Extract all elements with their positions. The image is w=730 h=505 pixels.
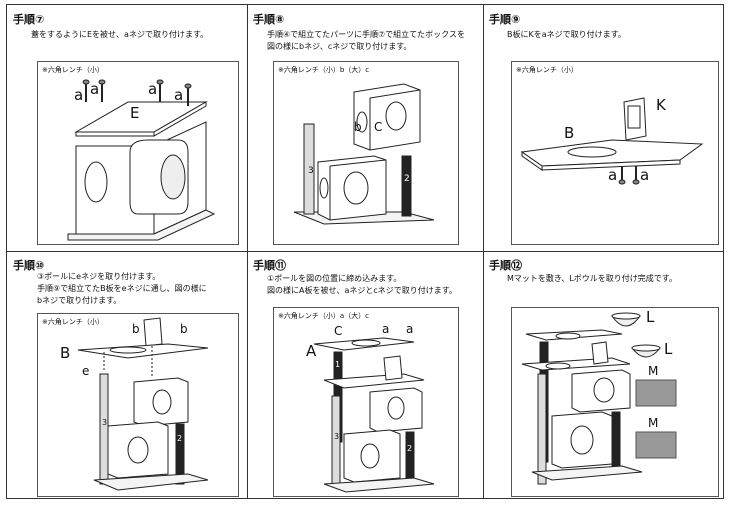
label-l-2: L (664, 340, 673, 358)
step-7-diagram-frame: ※六角レンチ（小） (37, 61, 239, 245)
step-10-diagram-frame: ※六角レンチ（小） b b B (37, 313, 239, 497)
label-pole-3: 3 (308, 166, 314, 176)
step-12-description: Mマットを敷き、Lボウルを取り付け完成です。 (507, 274, 677, 283)
step-7-panel: 手順⑦ 蓋をするようにEを被せ、aネジで取り付けます。 ※六角レンチ（小） (7, 5, 247, 249)
label-b-2: b (180, 322, 188, 336)
pole-2 (405, 431, 415, 483)
step-11-description: ①ポールを図の位置に締め込みます。 図の様にA板を被せ、aネジとcネジで取り付け… (267, 274, 457, 295)
step-10-panel: 手順⑩ ③ポールにeネジを取り付けます。 手順⑨で組立てたB板をeネジに通し、図… (7, 251, 247, 497)
step-9-panel: 手順⑨ B板にKをaネジで取り付けます。 ※六角レンチ（小） K B (483, 5, 723, 249)
step-12-diagram (521, 312, 677, 485)
label-l-1: L (646, 308, 655, 326)
label-e: E (130, 104, 140, 122)
step-10-description: ③ポールにeネジを取り付けます。 手順⑨で組立てたB板をeネジに通し、図の様に … (37, 272, 207, 305)
label-a-1: a (608, 166, 618, 184)
label-a-2: a (406, 322, 414, 336)
step-12-panel: 手順⑫ Mマットを敷き、Lボウルを取り付け完成です。 (483, 251, 723, 497)
base-board (93, 473, 209, 491)
step-11-diagram (313, 337, 435, 493)
step-10-title: 手順⑩ (13, 259, 45, 272)
middle-board (521, 357, 631, 371)
label-b-1: b (132, 322, 140, 336)
step-8-wrench-note: ※六角レンチ（小）b（大）c (278, 66, 370, 74)
step-8-title: 手順⑧ (253, 13, 285, 26)
step-11-panel: 手順⑪ ①ポールを図の位置に締め込みます。 図の様にA板を被せ、aネジとcネジで… (247, 251, 483, 497)
column-divider-2 (483, 5, 484, 498)
step-9-diagram (520, 97, 704, 185)
panel-k (143, 317, 163, 347)
step-12-title: 手順⑫ (489, 259, 522, 272)
label-board-a: A (306, 342, 317, 360)
label-a-2: a (90, 80, 100, 98)
step-9-description: B板にKをaネジで取り付けます。 (507, 30, 626, 39)
label-pole-1: 1 (335, 360, 341, 369)
base-board (323, 477, 435, 493)
base-board (531, 465, 643, 481)
pole-2 (401, 155, 412, 217)
label-b: b (354, 120, 362, 134)
step-9-diagram-frame: ※六角レンチ（小） K B a a (511, 61, 719, 245)
label-a-1: a (382, 322, 390, 336)
step-7-diagram (67, 79, 216, 241)
step-9-title: 手順⑨ (489, 13, 521, 26)
label-pole-2: 2 (177, 434, 183, 443)
step-12-diagram-frame: L L M M (511, 307, 719, 497)
row-divider (7, 251, 723, 252)
step-7-title: 手順⑦ (13, 13, 45, 26)
step-7-wrench-note: ※六角レンチ（小） (42, 66, 104, 74)
step-8-panel: 手順⑧ 手順④で組立てたパーツに手順⑦で組立てたボックスを 図の様にbネジ、cネ… (247, 5, 483, 249)
label-m-1: M (648, 364, 659, 378)
label-a-2: a (640, 166, 650, 184)
label-a-4: a (174, 86, 184, 104)
label-e: e (82, 364, 90, 378)
step-8-diagram-frame: ※六角レンチ（小）b（大）c b (273, 61, 459, 245)
step-8-description: 手順④で組立てたパーツに手順⑦で組立てたボックスを 図の様にbネジ、cネジで取り… (267, 30, 465, 51)
pole-3 (303, 123, 315, 215)
pole-3 (99, 373, 109, 485)
label-a-3: a (148, 80, 158, 98)
mat-m-1 (635, 379, 677, 407)
label-board-b: B (60, 344, 71, 362)
pole-2 (175, 423, 185, 485)
instruction-grid: 手順⑦ 蓋をするようにEを被せ、aネジで取り付けます。 ※六角レンチ（小） (6, 4, 724, 499)
step-7-description: 蓋をするようにEを被せ、aネジで取り付けます。 (31, 30, 209, 39)
step-11-wrench-note: ※六角レンチ（小）a（大）c (278, 312, 370, 320)
step-10-diagram (77, 317, 209, 491)
label-c: C (334, 324, 343, 338)
label-pole-3: 3 (102, 418, 108, 427)
column-divider-1 (247, 5, 248, 498)
label-pole-2: 2 (404, 174, 410, 184)
label-pole-3: 3 (334, 432, 340, 441)
step-11-title: 手順⑪ (253, 259, 286, 272)
step-8-diagram (293, 83, 435, 225)
mat-m-2 (635, 431, 677, 459)
step-9-wrench-note: ※六角レンチ（小） (516, 66, 578, 74)
pole-3 (331, 395, 341, 487)
label-k: K (656, 96, 666, 114)
label-pole-2: 2 (407, 444, 413, 453)
label-m-2: M (648, 416, 659, 430)
label-a-1: a (74, 86, 84, 104)
step-10-wrench-note: ※六角レンチ（小） (42, 318, 104, 326)
step-11-diagram-frame: ※六角レンチ（小）a（大）c C a (273, 307, 459, 497)
label-c: C (374, 120, 383, 134)
label-b: B (564, 124, 575, 142)
